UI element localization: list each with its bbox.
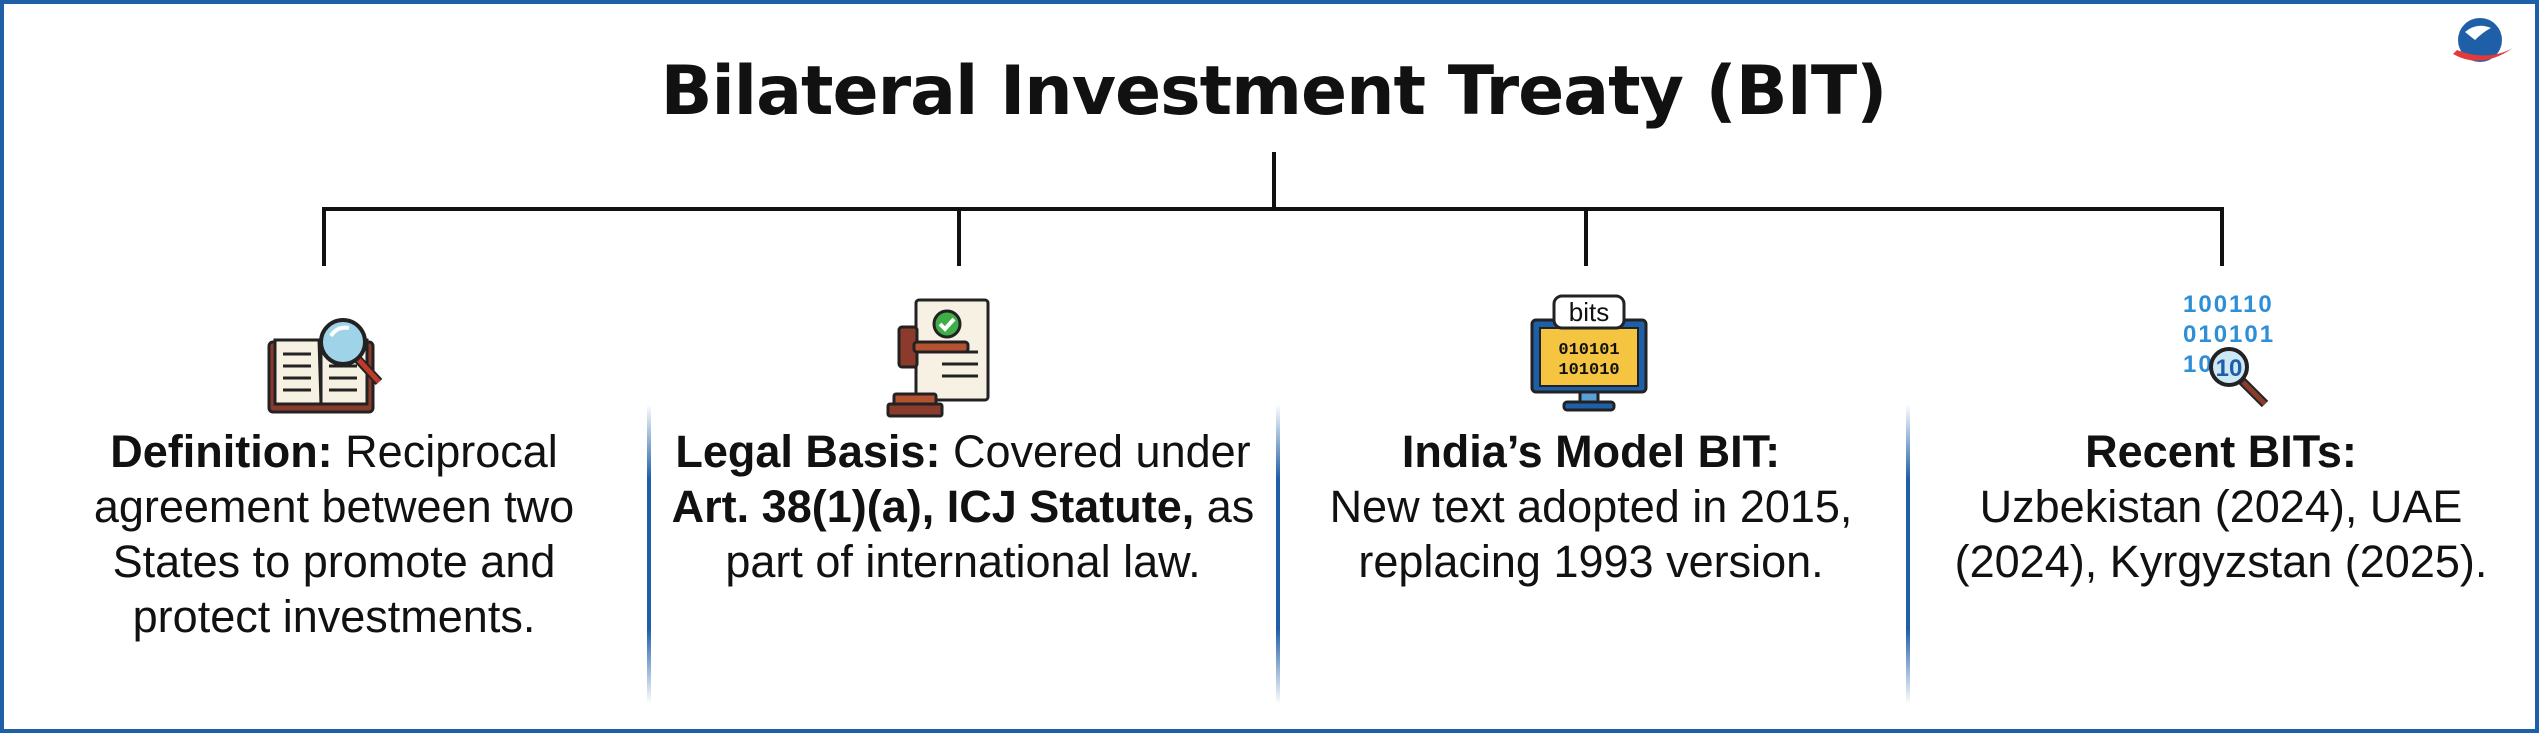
monitor-bits-label: bits <box>1569 297 1609 327</box>
column-heading: Recent BITs: <box>2085 426 2357 477</box>
book-magnifier-icon <box>267 318 383 414</box>
column-divider <box>647 404 651 704</box>
column-heading: Legal Basis: <box>675 426 941 477</box>
recent-bits-column: Recent BITs:Uzbekistan (2024), UAE (2024… <box>1926 424 2516 589</box>
column-text: New text adopted in 2015, replacing 1993… <box>1329 481 1853 587</box>
column-text: Reciprocal agreement between two States … <box>93 426 575 642</box>
india-model-bit-column: India’s Model BIT:New text adopted in 20… <box>1296 424 1886 589</box>
gavel-document-icon <box>886 298 990 418</box>
binary-line: 10 <box>2183 351 2214 378</box>
magnified-binary: 10 <box>2216 355 2243 382</box>
monitor-binary-line: 010101 <box>1558 341 1619 360</box>
column-divider <box>1276 404 1280 704</box>
legal-basis-column: Legal Basis: Covered under Art. 38(1)(a)… <box>668 424 1258 589</box>
column-text: Uzbekistan (2024), UAE (2024), Kyrgyzsta… <box>1954 481 2488 587</box>
monitor-bits-icon: bits 010101 101010 <box>1530 294 1648 412</box>
brand-logo-icon <box>2453 18 2513 62</box>
column-text: Covered under <box>940 426 1251 477</box>
definition-column: Definition: Reciprocal agreement between… <box>39 424 629 644</box>
column-bold-text: Art. 38(1)(a), ICJ Statute, <box>671 481 1195 532</box>
diagram-title: Bilateral Investment Treaty (BIT) <box>660 52 1888 131</box>
binary-line: 100110 <box>2183 291 2274 318</box>
connector-tree <box>322 152 2224 266</box>
column-heading: India’s Model BIT: <box>1401 426 1781 477</box>
monitor-binary-line: 101010 <box>1558 361 1619 380</box>
binary-line: 010101 <box>2183 321 2275 348</box>
column-heading: Definition: <box>110 426 333 477</box>
binary-magnifier-icon: 100110 010101 10 10 <box>2183 291 2275 408</box>
column-divider <box>1906 404 1910 704</box>
column-text: as part of international law. <box>725 481 1255 587</box>
